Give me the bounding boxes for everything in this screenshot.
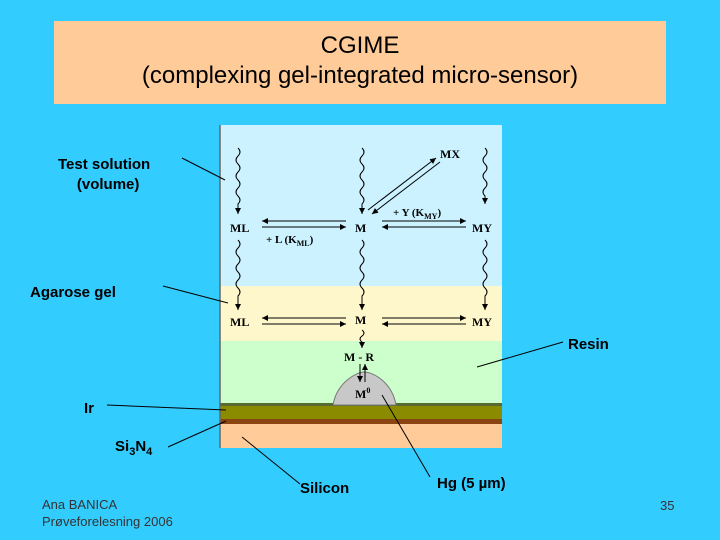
my-label-top: MY xyxy=(472,221,492,235)
si3n4-leader xyxy=(167,420,227,448)
solution-layer xyxy=(220,125,502,286)
ml-label-top: ML xyxy=(230,221,249,235)
hg-leader xyxy=(381,394,431,478)
footer-author-block: Ana BANICA Prøveforelesning 2006 xyxy=(42,496,173,530)
m-label-gel: M xyxy=(355,313,366,327)
resin-leader xyxy=(476,341,564,368)
mx-to-m-arrow xyxy=(371,161,441,215)
resin-label: Resin xyxy=(568,336,609,353)
si3n4-n: N xyxy=(135,438,147,455)
si3n4-sub-3: 3 xyxy=(129,446,136,458)
diffusion-path-left-top xyxy=(235,147,241,214)
test-solution-line-2: (volume) xyxy=(76,176,140,193)
mx-label: MX xyxy=(440,147,460,161)
silicon-layer xyxy=(220,424,502,448)
silicon-leader xyxy=(241,436,301,485)
title-line-1: CGIME xyxy=(320,32,400,59)
diffusion-path-mid-gel xyxy=(359,239,365,310)
plus-l-label: + L (KML) xyxy=(266,234,314,248)
test-solution-label: Test solution (volume) xyxy=(58,155,150,195)
diffusion-path-mid-top xyxy=(359,147,365,214)
ir-leader xyxy=(106,404,227,411)
test-solution-leader xyxy=(181,157,226,181)
title-box: CGIME (complexing gel-integrated micro-s… xyxy=(54,21,666,104)
footer-author: Ana BANICA xyxy=(42,497,118,512)
ir-label: Ir xyxy=(84,400,95,417)
diffusion-path-right-top xyxy=(482,147,488,204)
diffusion-path-left-gel xyxy=(235,239,241,310)
m-label-top: M xyxy=(355,221,366,235)
gel-layer xyxy=(220,286,502,341)
agarose-gel-label: Agarose gel xyxy=(30,284,116,301)
title-line-2: (complexing gel-integrated micro-sensor) xyxy=(141,62,579,89)
m-r-label: M - R xyxy=(344,350,374,364)
hg-label: Hg (5 µm) xyxy=(437,475,506,492)
si3n4-layer xyxy=(220,419,502,424)
m-to-mx-arrow xyxy=(367,157,437,211)
footer-event: Prøveforelesning 2006 xyxy=(42,514,173,529)
si3n4-sub-4: 4 xyxy=(146,446,153,458)
m0-label: M0 xyxy=(355,386,370,401)
page-number: 35 xyxy=(660,498,675,513)
ml-label-gel: ML xyxy=(230,315,249,329)
silicon-label: Silicon xyxy=(300,480,350,497)
si3n4-si: Si xyxy=(115,438,130,455)
diffusion-path-gel-to-resin xyxy=(359,329,365,348)
hg-drop xyxy=(332,371,397,406)
agarose-gel-leader xyxy=(162,285,229,304)
plus-y-label: + Y (KMY) xyxy=(393,207,441,221)
si3n4-label: Si3N4 xyxy=(115,438,152,458)
test-solution-line-1: Test solution xyxy=(58,156,151,173)
diffusion-path-right-gel xyxy=(482,239,488,310)
ir-layer xyxy=(220,403,502,419)
my-label-gel: MY xyxy=(472,315,492,329)
